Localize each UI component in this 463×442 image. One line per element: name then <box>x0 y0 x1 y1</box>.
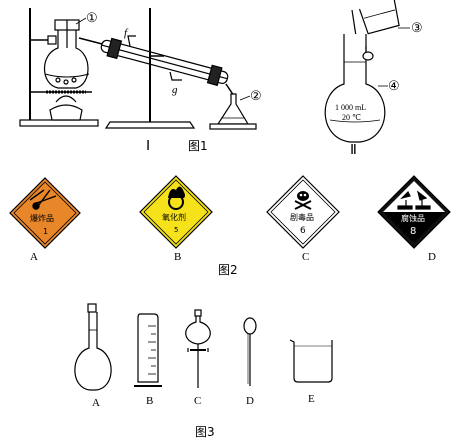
callout-4: ④ <box>388 78 400 93</box>
item-c-letter: C <box>194 395 201 407</box>
sign-a-class: 1 <box>43 227 48 236</box>
item-a-letter: A <box>92 397 100 409</box>
distillation-apparatus <box>19 8 257 130</box>
dropper-icon <box>243 317 257 386</box>
callout-2: ② <box>250 88 262 103</box>
hazard-sign-oxidizer: 氧化剂 5 <box>139 175 213 249</box>
stand-base <box>19 119 99 127</box>
hazard-sign-toxic: 剧毒品 6 <box>266 175 340 249</box>
sign-a-letter: A <box>30 251 38 263</box>
valve-label-g: g <box>172 84 178 96</box>
apparatus-numeral-2: Ⅱ <box>350 143 357 158</box>
sign-c-letter: C <box>302 251 309 263</box>
hazard-sign-corrosive: 腐蚀品 8 <box>377 175 451 249</box>
valve-label-f: f <box>124 27 129 39</box>
sign-c-class: 6 <box>300 226 306 236</box>
graduated-cylinder-icon <box>134 313 162 387</box>
sign-d-class: 8 <box>410 226 416 237</box>
sign-c-text: 剧毒品 <box>290 212 314 222</box>
sign-d-text: 腐蚀品 <box>401 213 425 223</box>
volumetric-flask-1000ml <box>324 34 386 143</box>
beaker-and-volumetric-flask <box>324 0 400 143</box>
alcohol-lamp <box>49 104 83 121</box>
flask-temperature-mark: 20 ℃ <box>342 113 361 122</box>
flask-volume-mark: 1 000 mL <box>335 103 366 112</box>
callout-3: ③ <box>411 20 423 35</box>
item-b-letter: B <box>146 395 153 407</box>
figure2-caption: 图2 <box>218 263 238 277</box>
flame-over-circle-icon <box>168 186 185 210</box>
item-d-letter: D <box>246 395 254 407</box>
figure1-right-labels: ③ ④ 1 000 mL 20 ℃ Ⅱ <box>335 20 423 158</box>
clamp-jaw <box>47 35 57 45</box>
figure1-caption: 图1 <box>188 139 208 153</box>
figure3-caption: 图3 <box>195 425 215 439</box>
sign-b-class: 5 <box>174 226 178 234</box>
volumetric-flask-icon <box>74 303 112 391</box>
explosion-icon <box>29 189 57 210</box>
sign-b-text: 氧化剂 <box>162 212 186 222</box>
water-outlet-tube <box>127 35 136 47</box>
flask-stopper-tag <box>362 51 374 61</box>
condenser-stand-base <box>104 121 196 129</box>
hazard-sign-explosive: 爆炸品 1 <box>9 177 81 249</box>
apparatus-numeral-1: Ⅰ <box>146 139 150 154</box>
item-e-letter: E <box>308 393 315 405</box>
sign-b-letter: B <box>174 251 181 263</box>
water-inlet-tube <box>169 71 182 81</box>
pouring-beaker <box>358 0 400 35</box>
flask-support <box>209 123 257 130</box>
figure1-callouts: ① f g ② Ⅰ 图1 <box>75 10 262 154</box>
beaker-icon <box>289 339 333 383</box>
flame <box>55 95 77 103</box>
distillation-flask <box>44 27 89 89</box>
callout-1: ① <box>86 10 98 25</box>
condenser <box>100 37 229 87</box>
sign-d-letter: D <box>428 251 436 263</box>
sign-a-text: 爆炸品 <box>30 213 54 223</box>
separatory-funnel-icon <box>185 309 211 388</box>
corrosion-icon <box>397 190 431 210</box>
skull-crossbones-icon <box>294 191 312 210</box>
